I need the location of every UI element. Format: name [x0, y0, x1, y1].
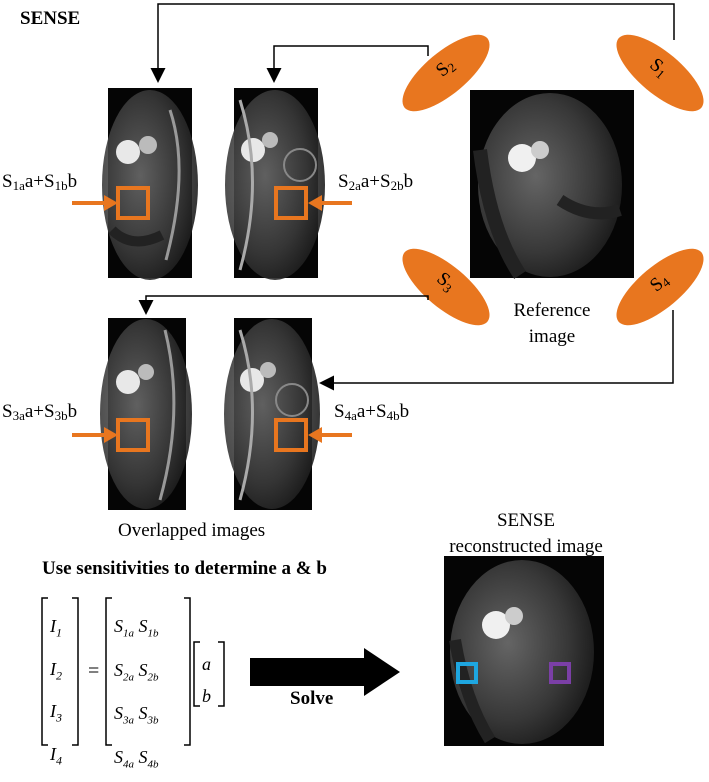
use-sensitivities-label: Use sensitivities to determine a & b	[42, 558, 327, 579]
equation-img2: S2aa+S2bb	[338, 171, 414, 193]
s-row-2: S2a S2b	[114, 659, 159, 684]
reference-image	[470, 90, 634, 279]
reference-label-line1: Reference	[513, 300, 591, 321]
reference-label-line2: image	[528, 325, 576, 347]
connector-s3	[138, 295, 429, 315]
overlapped-images-label: Overlapped images	[118, 520, 266, 541]
coil-s3	[402, 248, 490, 326]
reconstructed-image	[444, 556, 604, 746]
s-row-3: S3a S3b	[114, 703, 159, 727]
recon-label-line2: reconstructed image	[449, 535, 603, 557]
connector-s4	[319, 310, 674, 391]
overlapped-image-2	[225, 88, 325, 280]
roi-box	[274, 418, 308, 452]
i2: I2	[50, 658, 62, 683]
reconstructed-image-label: SENSE reconstructed image	[426, 508, 626, 559]
pointer-arrow-3	[72, 427, 118, 443]
recon-label-line1: SENSE	[496, 510, 556, 531]
equation-img4: S4aa+S4bb	[334, 401, 410, 423]
overlapped-image-3	[100, 318, 192, 510]
unknown-a: a	[202, 654, 211, 674]
unknown-b: b	[202, 686, 211, 706]
diagram-canvas	[41, 3, 704, 746]
equation-img1: S1aa+S1bb	[2, 171, 78, 193]
reference-image-label: Reference image	[494, 298, 610, 349]
equals-sign: =	[88, 660, 100, 682]
i4: I4	[50, 743, 62, 768]
pixel-b-box	[549, 662, 571, 684]
equation-img3: S3aa+S3bb	[2, 401, 78, 423]
coil-s4	[616, 248, 704, 326]
s-row-4: S4a S4b	[114, 746, 159, 771]
matrix-brackets	[41, 597, 225, 746]
overlapped-image-1	[102, 88, 198, 280]
unknowns-vector: a b	[202, 648, 211, 712]
roi-box	[274, 186, 308, 220]
pointer-arrow-1	[72, 195, 118, 211]
pointer-arrow-4	[308, 427, 352, 443]
intensity-vector: I1 I2 I3 I4	[50, 608, 62, 778]
coil-s2	[402, 34, 490, 112]
pointer-arrow-2	[308, 195, 352, 211]
i1: I1	[50, 616, 62, 640]
solve-arrow	[250, 648, 400, 696]
solve-label: Solve	[290, 688, 334, 709]
s-row-1: S1a S1b	[114, 616, 159, 640]
coil-s1	[616, 34, 704, 112]
connector-s1	[150, 3, 675, 83]
connector-s2	[266, 45, 429, 83]
pixel-a-box	[456, 662, 478, 684]
sensitivity-matrix: S1a S1b S2a S2b S3a S3b S4a S4b	[114, 608, 159, 782]
diagram-title: SENSE	[20, 8, 81, 29]
i3: I3	[50, 701, 62, 725]
overlapped-image-4	[224, 318, 320, 510]
